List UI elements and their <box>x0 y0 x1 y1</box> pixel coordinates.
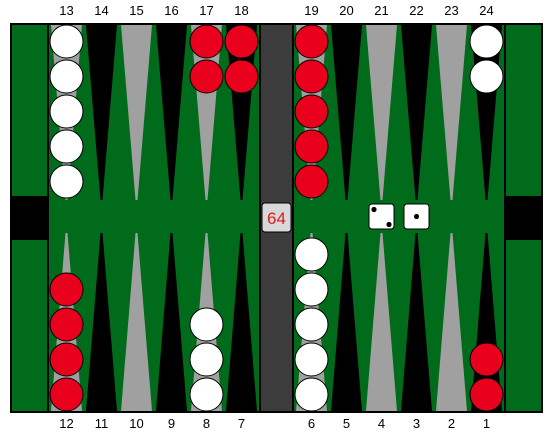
point-label-15: 15 <box>129 3 143 18</box>
point-5[interactable] <box>331 233 362 411</box>
die-pip <box>371 206 377 213</box>
point-label-3: 3 <box>413 416 420 431</box>
point-3[interactable] <box>401 233 432 411</box>
white-checker-point-24[interactable] <box>469 59 504 94</box>
red-checker-point-1[interactable] <box>469 377 504 412</box>
red-checker-point-12[interactable] <box>49 377 84 412</box>
point-label-24: 24 <box>479 3 493 18</box>
die-pip <box>386 221 392 228</box>
point-label-16: 16 <box>164 3 178 18</box>
point-label-4: 4 <box>378 416 385 431</box>
red-checker-point-17[interactable] <box>189 24 224 59</box>
point-label-12: 12 <box>59 416 73 431</box>
red-checker-point-19[interactable] <box>294 129 329 164</box>
point-15[interactable] <box>121 25 152 200</box>
red-checker-point-12[interactable] <box>49 307 84 342</box>
right-half <box>292 23 506 413</box>
die-two[interactable] <box>368 203 395 230</box>
point-label-10: 10 <box>129 416 143 431</box>
point-label-1: 1 <box>483 416 490 431</box>
point-label-18: 18 <box>234 3 248 18</box>
point-label-20: 20 <box>339 3 353 18</box>
point-label-9: 9 <box>168 416 175 431</box>
doubling-cube-face <box>261 202 292 233</box>
red-checker-point-19[interactable] <box>294 164 329 199</box>
white-checker-point-6[interactable] <box>294 342 329 377</box>
doubling-cube-value: 64 <box>267 209 286 228</box>
point-2[interactable] <box>436 233 467 411</box>
red-checker-point-19[interactable] <box>294 59 329 94</box>
white-checker-point-13[interactable] <box>49 164 84 199</box>
red-checker-point-12[interactable] <box>49 342 84 377</box>
point-20[interactable] <box>331 25 362 200</box>
white-checker-point-24[interactable] <box>469 24 504 59</box>
die-one[interactable] <box>403 203 430 230</box>
point-label-17: 17 <box>199 3 213 18</box>
point-21[interactable] <box>366 25 397 200</box>
white-checker-point-13[interactable] <box>49 129 84 164</box>
point-label-7: 7 <box>238 416 245 431</box>
white-checker-point-6[interactable] <box>294 377 329 412</box>
point-label-13: 13 <box>59 3 73 18</box>
point-label-19: 19 <box>304 3 318 18</box>
point-label-5: 5 <box>343 416 350 431</box>
white-checker-point-8[interactable] <box>189 377 224 412</box>
die-pip <box>413 213 420 220</box>
point-label-14: 14 <box>94 3 108 18</box>
point-label-8: 8 <box>203 416 210 431</box>
red-checker-point-18[interactable] <box>224 24 259 59</box>
red-checker-point-18[interactable] <box>224 59 259 94</box>
white-checker-point-13[interactable] <box>49 94 84 129</box>
point-4[interactable] <box>366 233 397 411</box>
point-23[interactable] <box>436 25 467 200</box>
left-half <box>47 23 261 413</box>
point-label-6: 6 <box>308 416 315 431</box>
white-checker-point-13[interactable] <box>49 59 84 94</box>
point-7[interactable] <box>226 233 257 411</box>
point-11[interactable] <box>86 233 117 411</box>
white-checker-point-6[interactable] <box>294 272 329 307</box>
right-tray-marker <box>505 196 542 240</box>
white-checker-point-8[interactable] <box>189 307 224 342</box>
doubling-cube[interactable]: 64 <box>261 202 292 233</box>
white-checker-point-13[interactable] <box>49 24 84 59</box>
point-14[interactable] <box>86 25 117 200</box>
point-label-22: 22 <box>409 3 423 18</box>
point-label-2: 2 <box>448 416 455 431</box>
white-checker-point-6[interactable] <box>294 307 329 342</box>
left-tray-marker <box>11 196 48 240</box>
red-checker-point-17[interactable] <box>189 59 224 94</box>
point-label-11: 11 <box>95 416 109 431</box>
point-label-21: 21 <box>374 3 388 18</box>
point-22[interactable] <box>401 25 432 200</box>
red-checker-point-19[interactable] <box>294 24 329 59</box>
point-label-23: 23 <box>444 3 458 18</box>
red-checker-point-12[interactable] <box>49 272 84 307</box>
point-16[interactable] <box>156 25 187 200</box>
point-10[interactable] <box>121 233 152 411</box>
white-checker-point-8[interactable] <box>189 342 224 377</box>
point-9[interactable] <box>156 233 187 411</box>
red-checker-point-1[interactable] <box>469 342 504 377</box>
red-checker-point-19[interactable] <box>294 94 329 129</box>
white-checker-point-6[interactable] <box>294 237 329 272</box>
